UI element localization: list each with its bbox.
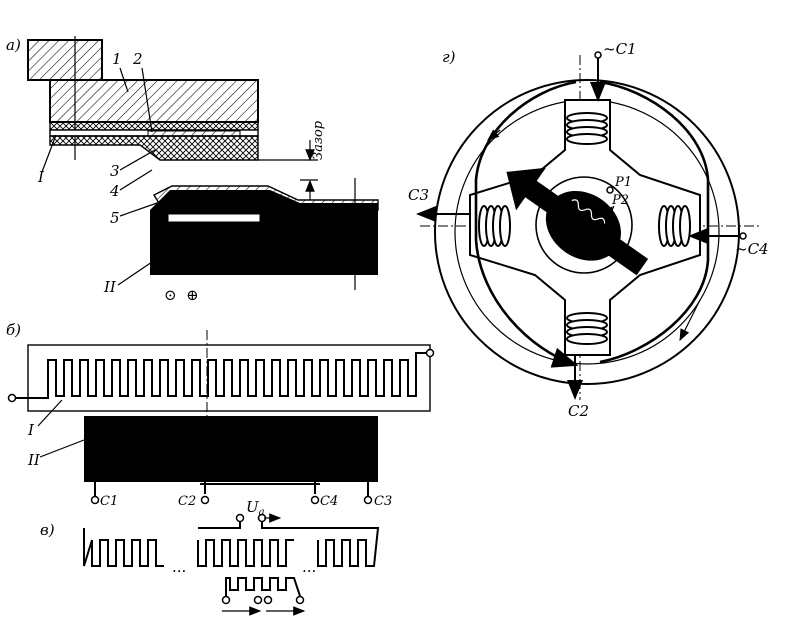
terminal-right (425, 348, 435, 358)
p2-arrow (604, 205, 615, 219)
leader-2 (141, 67, 153, 133)
label-5: 5 (110, 209, 120, 227)
leader-roman-1 (41, 134, 57, 173)
p1-label: P1 (614, 175, 632, 190)
medium-strip (167, 213, 261, 223)
coil-turn (679, 205, 691, 247)
medium-body (150, 190, 378, 275)
pole-coils (478, 112, 691, 345)
rotor-winding (571, 199, 606, 224)
c4-label-g: ~C4 (735, 240, 769, 258)
lower-terminal-2 (253, 595, 263, 605)
symbol-dot: ⊙ (164, 286, 177, 304)
label-b-roman-2: II (27, 451, 41, 469)
c1-label-g: ~C1 (603, 40, 637, 58)
label-2: 2 (132, 50, 143, 68)
voltage-label: Ua (246, 498, 265, 518)
medium-block (84, 416, 378, 482)
lower-terminal-4 (295, 595, 305, 605)
c2-label-g: C2 (568, 402, 589, 420)
rotor-arrowhead (506, 167, 546, 211)
voltage-subscript: a (259, 507, 265, 518)
meander-winding (15, 352, 426, 399)
leader-4 (119, 169, 153, 191)
leader-b-roman-1 (37, 399, 63, 427)
label-roman-2: II (103, 278, 117, 296)
label-4: 4 (109, 182, 120, 200)
label-3: 3 (110, 162, 120, 180)
ellipsis-left: ... (172, 558, 186, 576)
panel-b: б) I II C1 C2 C4 C3 (6, 321, 435, 509)
leader-3 (119, 149, 156, 171)
leader-b-roman-2 (39, 439, 85, 458)
label-b-roman-1: I (27, 421, 35, 439)
coil-turn (499, 205, 511, 247)
layer-crosshatch-1 (49, 121, 259, 131)
label-1: 1 (112, 50, 122, 68)
holder-block (27, 39, 103, 81)
flux-loop-left (474, 80, 579, 368)
c4-label: C4 (320, 494, 338, 509)
c3-label: C3 (374, 494, 392, 509)
p1-point (606, 186, 614, 194)
ellipsis-right: ... (302, 558, 316, 576)
c2-c4-bridge (200, 482, 320, 494)
ua-terminal-left (235, 513, 245, 523)
panel-v-tag: в) (40, 521, 55, 539)
symbol-cross: ⊕ (186, 286, 199, 304)
leader-roman-2 (117, 261, 153, 286)
rotor-core (545, 190, 621, 261)
meander-upper-mid (197, 520, 300, 567)
outer-ring (434, 79, 740, 385)
layer-2 (147, 130, 241, 137)
panel-g-tag: г) (442, 48, 456, 66)
c4-terminal-g (739, 232, 747, 240)
coil-turn (566, 333, 608, 345)
c4-terminal (310, 495, 320, 505)
leader-5 (119, 201, 161, 217)
layer-crosshatch-2 (49, 135, 259, 161)
meander-upper-right (300, 527, 380, 567)
lower-terminal-3 (263, 595, 273, 605)
rotor-arrow (506, 167, 649, 276)
panel-b-tag: б) (6, 321, 21, 339)
c3-label-g: C3 (408, 186, 429, 204)
c3-terminal (363, 495, 373, 505)
flux-loop-right (599, 80, 710, 364)
panel-a: а) Зазор 1 2 3 4 5 I II (6, 36, 379, 304)
slider-body (49, 79, 259, 123)
panel-v: в) ... ... Ua (40, 498, 380, 616)
c1-label: C1 (100, 494, 118, 509)
meander-upper-left (83, 528, 164, 567)
gap-label: Зазор (311, 120, 326, 160)
panel-g: г) ~C1 C3 ~C4 C2 P1 (408, 40, 769, 420)
label-roman-1: I (37, 168, 45, 186)
lower-terminal-1 (221, 595, 231, 605)
panel-a-tag: а) (6, 36, 21, 54)
medium-coating (153, 185, 379, 211)
meander-lower (225, 577, 301, 597)
flux-arrow-right (679, 299, 701, 342)
terminal-left (7, 393, 17, 403)
c1-terminal (90, 495, 100, 505)
c2-terminal (200, 495, 210, 505)
c2-label: C2 (178, 494, 196, 509)
leader-1 (119, 67, 129, 93)
coil-turn (566, 133, 608, 145)
head-plate (27, 344, 431, 412)
p2-label: P2 (611, 193, 629, 208)
c1-terminal-g (594, 51, 602, 59)
voltage-symbol: U (246, 498, 260, 516)
flux-arrow-left (487, 129, 501, 141)
